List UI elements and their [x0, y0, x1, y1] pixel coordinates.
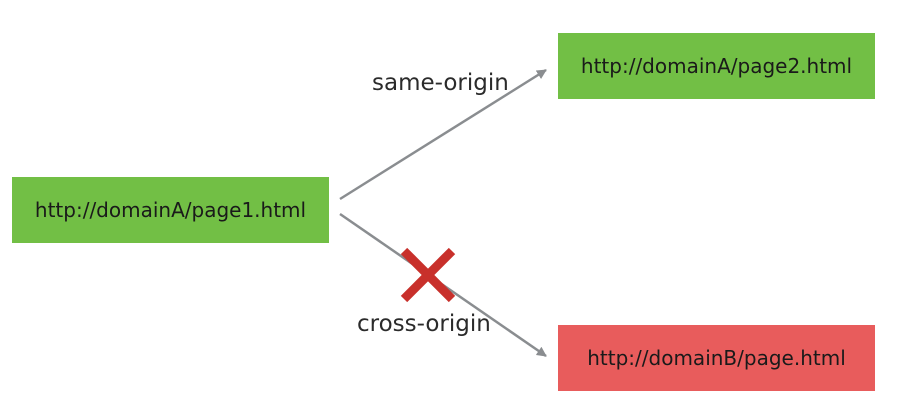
- same-origin-label: same-origin: [372, 70, 509, 96]
- cross-origin-label: cross-origin: [357, 311, 491, 337]
- red-x-icon: [400, 247, 456, 303]
- cross-origin-page-box: http://domainB/page.html: [558, 325, 875, 391]
- source-page-box: http://domainA/page1.html: [12, 177, 329, 243]
- same-origin-page-url: http://domainA/page2.html: [580, 54, 853, 78]
- same-origin-page-box: http://domainA/page2.html: [558, 33, 875, 99]
- source-page-url: http://domainA/page1.html: [34, 198, 307, 222]
- cross-origin-page-url: http://domainB/page.html: [587, 346, 846, 370]
- same-origin-arrow: [339, 68, 547, 201]
